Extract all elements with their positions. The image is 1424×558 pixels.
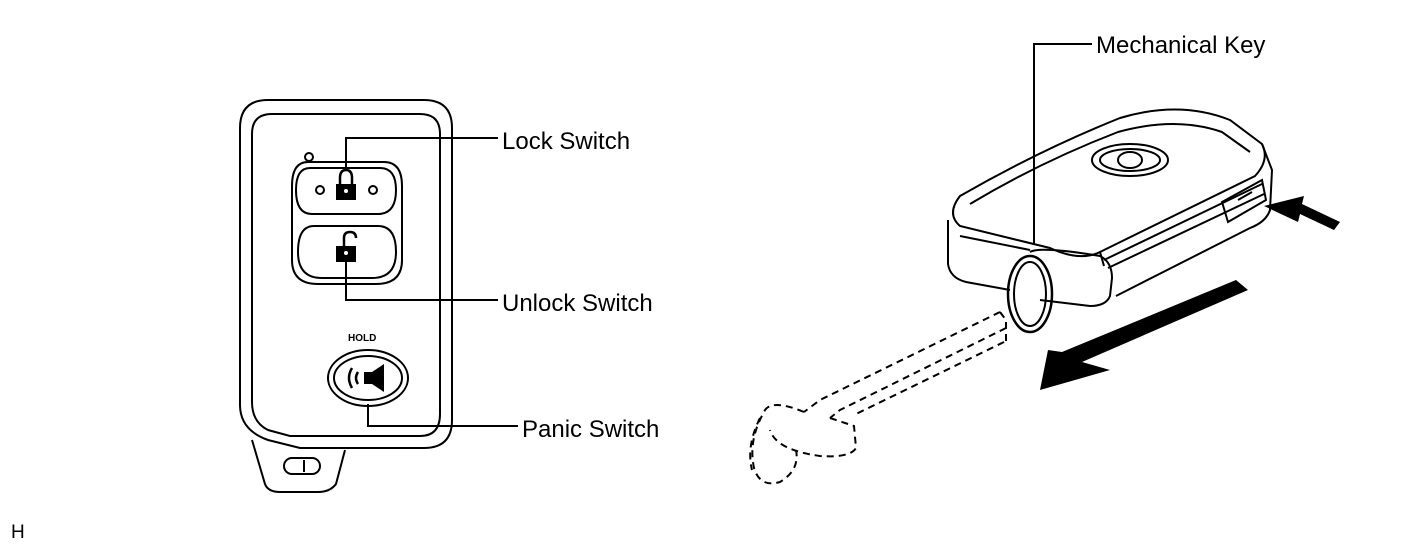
slide-out-arrow — [1040, 280, 1248, 390]
leader-lines-left — [345, 137, 518, 427]
unlock-icon — [336, 230, 358, 262]
hold-label: HOLD — [348, 333, 376, 344]
panic-alarm-icon — [347, 364, 384, 392]
lock-switch-label: Lock Switch — [502, 128, 630, 155]
mechanical-key-label: Mechanical Key — [1096, 32, 1265, 59]
mechanical-key-dashed-outline — [749, 311, 1007, 485]
mechanical-key-leader — [1033, 43, 1092, 244]
smart-key-angled-view — [947, 108, 1274, 334]
figure-code: H — [11, 522, 25, 543]
unlock-switch-label: Unlock Switch — [502, 290, 653, 317]
lock-icon — [336, 168, 356, 200]
press-release-arrow — [1264, 196, 1340, 230]
panic-switch-label: Panic Switch — [522, 416, 659, 443]
